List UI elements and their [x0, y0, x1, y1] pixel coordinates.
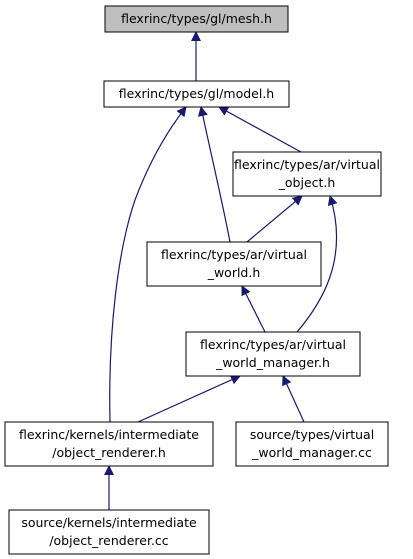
node-box — [146, 241, 322, 287]
edge-object-renderer-h-to-model — [109, 106, 187, 423]
edge-object-renderer-h-to-virtual-world-manager — [137, 375, 241, 423]
edge-virtual-world-manager-cc-to-virtual-world-manager — [282, 375, 305, 423]
node-object-renderer-cc[interactable]: source/kernels/intermediate/object_rende… — [8, 509, 210, 555]
node-virtual-world-manager[interactable]: flexrinc/types/ar/virtual _world_manager.… — [185, 331, 361, 377]
node-virtual-world[interactable]: flexrinc/types/ar/virtual _world.h — [146, 241, 322, 287]
edge-virtual-world-manager-to-virtual-object — [296, 195, 338, 333]
node-box — [8, 509, 210, 555]
node-box — [4, 421, 214, 467]
edge-virtual-world-to-model — [197, 106, 231, 243]
node-box — [185, 331, 361, 377]
node-label-line: flexrinc/types/ar/virtual — [234, 157, 380, 172]
edge-virtual-object-to-model — [218, 106, 302, 153]
edges-layer — [104, 31, 338, 510]
node-label-line: /object_renderer.cc — [49, 533, 168, 548]
node-label-line: _world.h — [207, 265, 261, 280]
node-object-renderer-h[interactable]: flexrinc/kernels/intermediate/object_ren… — [4, 421, 214, 467]
node-label-line: source/types/virtual — [250, 427, 374, 442]
node-label-line: source/kernels/intermediate — [21, 515, 197, 530]
node-box — [104, 5, 289, 33]
node-box — [235, 421, 389, 467]
node-model[interactable]: flexrinc/types/gl/model.h — [103, 80, 290, 108]
node-box — [103, 80, 290, 108]
node-label-line: flexrinc/types/ar/virtual — [200, 337, 346, 352]
edge-virtual-world-manager-to-virtual-world — [241, 285, 266, 333]
node-label-line: _object.h — [278, 175, 336, 190]
node-virtual-object[interactable]: flexrinc/types/ar/virtual _object.h — [232, 151, 382, 197]
node-label-line: flexrinc/types/ar/virtual — [161, 247, 307, 262]
node-label-line: flexrinc/kernels/intermediate — [19, 427, 199, 442]
node-virtual-world-manager-cc[interactable]: source/types/virtual _world_manager.cc — [235, 421, 389, 467]
edge-virtual-world-to-virtual-object — [246, 195, 303, 243]
nodes-layer: flexrinc/types/gl/mesh.h flexrinc/types/g… — [4, 5, 389, 555]
node-label-line: _world_manager.cc — [251, 445, 372, 460]
node-label-line: flexrinc/types/gl/model.h — [119, 86, 274, 101]
node-label-line: /object_renderer.h — [52, 445, 166, 460]
node-box — [232, 151, 382, 197]
node-mesh[interactable]: flexrinc/types/gl/mesh.h — [104, 5, 289, 33]
node-label-line: flexrinc/types/gl/mesh.h — [121, 11, 272, 26]
node-label-line: _world_manager.h — [215, 355, 330, 370]
